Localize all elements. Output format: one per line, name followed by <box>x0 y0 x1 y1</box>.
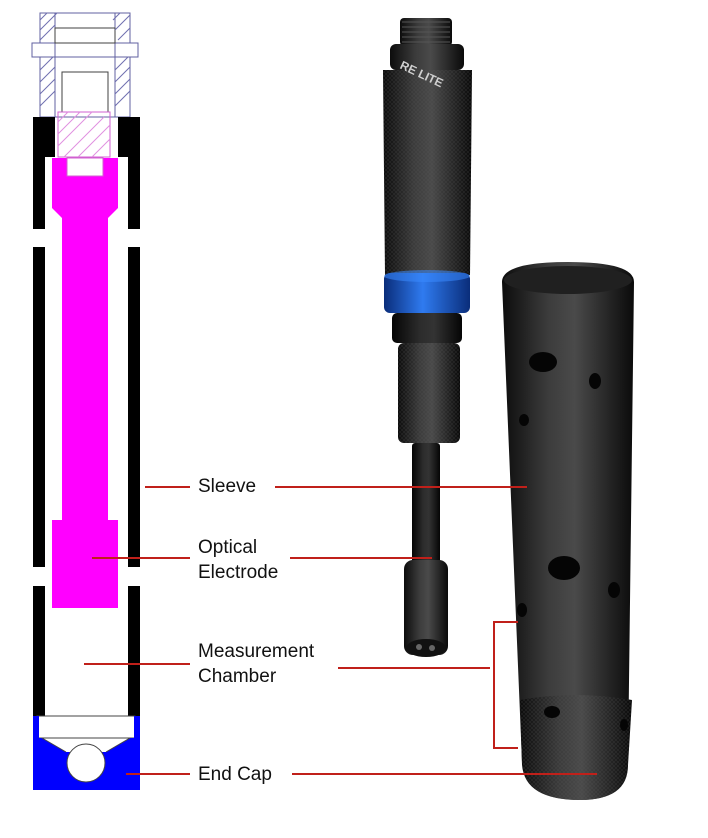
label-chamber: Chamber <box>198 666 277 687</box>
left-wall-lower <box>33 586 45 716</box>
sleeve-hole <box>517 603 527 617</box>
adapter-outline <box>57 111 111 158</box>
left-wall-upper <box>33 117 45 229</box>
sleeve-hole <box>519 414 529 426</box>
label-end-cap: End Cap <box>198 764 272 785</box>
label-measurement: Measurement <box>198 641 315 662</box>
cross-section-drawing <box>31 12 140 790</box>
right-wall-middle <box>128 247 140 567</box>
end-cap-section <box>33 715 140 790</box>
sleeve-hole <box>589 373 601 389</box>
top-fitting <box>31 12 139 118</box>
left-wall-middle <box>33 247 45 567</box>
electrode-shape <box>52 158 118 608</box>
sleeve-hole <box>529 352 557 372</box>
label-electrode: Electrode <box>198 562 279 583</box>
chamber-bracket <box>493 621 518 749</box>
right-wall-upper <box>128 117 140 229</box>
sleeve-hole <box>548 556 580 580</box>
label-sleeve: Sleeve <box>198 476 257 497</box>
label-optical: Optical <box>198 537 258 558</box>
sleeve-hole <box>608 582 620 598</box>
right-wall-lower <box>128 586 140 716</box>
sleeve-photo <box>502 262 634 800</box>
probe-photo: RE LITE <box>383 18 472 657</box>
leader-lines <box>84 486 597 775</box>
blue-ring <box>384 273 470 313</box>
